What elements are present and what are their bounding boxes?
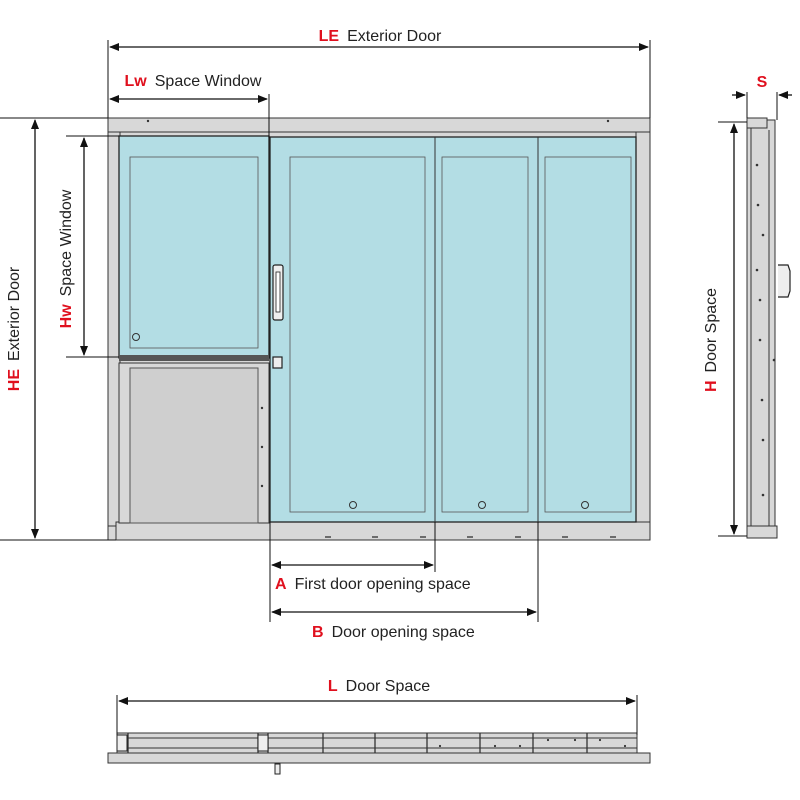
right-post bbox=[635, 131, 651, 527]
a-text: First door opening space bbox=[295, 576, 471, 593]
le-code: LE bbox=[319, 28, 340, 45]
screw bbox=[260, 445, 264, 449]
plan-view bbox=[107, 732, 651, 775]
h-text: Door Space bbox=[703, 288, 720, 373]
side-screws bbox=[755, 163, 776, 497]
door-knob-3 bbox=[581, 501, 589, 509]
door-handle-grip bbox=[275, 271, 281, 313]
door-pane-3 bbox=[544, 156, 632, 513]
lw-text: Space Window bbox=[155, 73, 262, 90]
plan-track bbox=[116, 732, 638, 754]
b-label: B Door opening space bbox=[312, 624, 475, 641]
front-elevation bbox=[107, 117, 651, 541]
screw bbox=[606, 119, 610, 123]
plan-mid-post bbox=[257, 734, 269, 752]
door-lock bbox=[272, 356, 283, 369]
side-bottom-cap bbox=[746, 525, 778, 539]
l-label: L Door Space bbox=[328, 678, 430, 695]
lower-panel bbox=[129, 367, 259, 524]
plan-base bbox=[107, 752, 651, 764]
plan-dividers bbox=[127, 733, 588, 753]
door-pane-1 bbox=[289, 156, 426, 513]
l-text: Door Space bbox=[346, 678, 431, 695]
b-text: Door opening space bbox=[332, 624, 475, 641]
side-top-cap bbox=[746, 117, 768, 129]
lw-label: Lw Space Window bbox=[125, 73, 262, 90]
a-code: A bbox=[275, 576, 287, 593]
a-label: A First door opening space bbox=[275, 576, 471, 593]
screw bbox=[260, 484, 264, 488]
hw-text: Space Window bbox=[58, 189, 75, 296]
door-knob-2 bbox=[478, 501, 486, 509]
door-pane-2 bbox=[441, 156, 529, 513]
lw-code: Lw bbox=[125, 73, 148, 90]
hw-code: Hw bbox=[58, 304, 75, 329]
window-sill bbox=[119, 355, 269, 361]
plan-dots bbox=[438, 738, 627, 748]
h-code: H bbox=[703, 380, 720, 392]
he-label: HE Exterior Door bbox=[6, 266, 23, 391]
s-code: S bbox=[757, 74, 768, 91]
hw-label: Hw Space Window bbox=[58, 189, 75, 328]
side-view bbox=[746, 117, 791, 539]
window-knob bbox=[132, 333, 140, 341]
top-rail bbox=[107, 117, 651, 133]
he-code: HE bbox=[6, 369, 23, 392]
l-code: L bbox=[328, 678, 338, 695]
h-label: H Door Space bbox=[703, 288, 720, 392]
side-handle bbox=[778, 264, 791, 298]
screw bbox=[260, 406, 264, 410]
le-label: LE Exterior Door bbox=[319, 28, 442, 45]
screw bbox=[146, 119, 150, 123]
plan-handle bbox=[274, 763, 281, 775]
left-post bbox=[107, 131, 121, 527]
he-text: Exterior Door bbox=[6, 266, 23, 361]
window-pane bbox=[129, 156, 259, 349]
b-code: B bbox=[312, 624, 324, 641]
plan-left-post bbox=[116, 734, 128, 752]
le-text: Exterior Door bbox=[347, 28, 442, 45]
door-knob-1 bbox=[349, 501, 357, 509]
bottom-base bbox=[115, 521, 651, 541]
